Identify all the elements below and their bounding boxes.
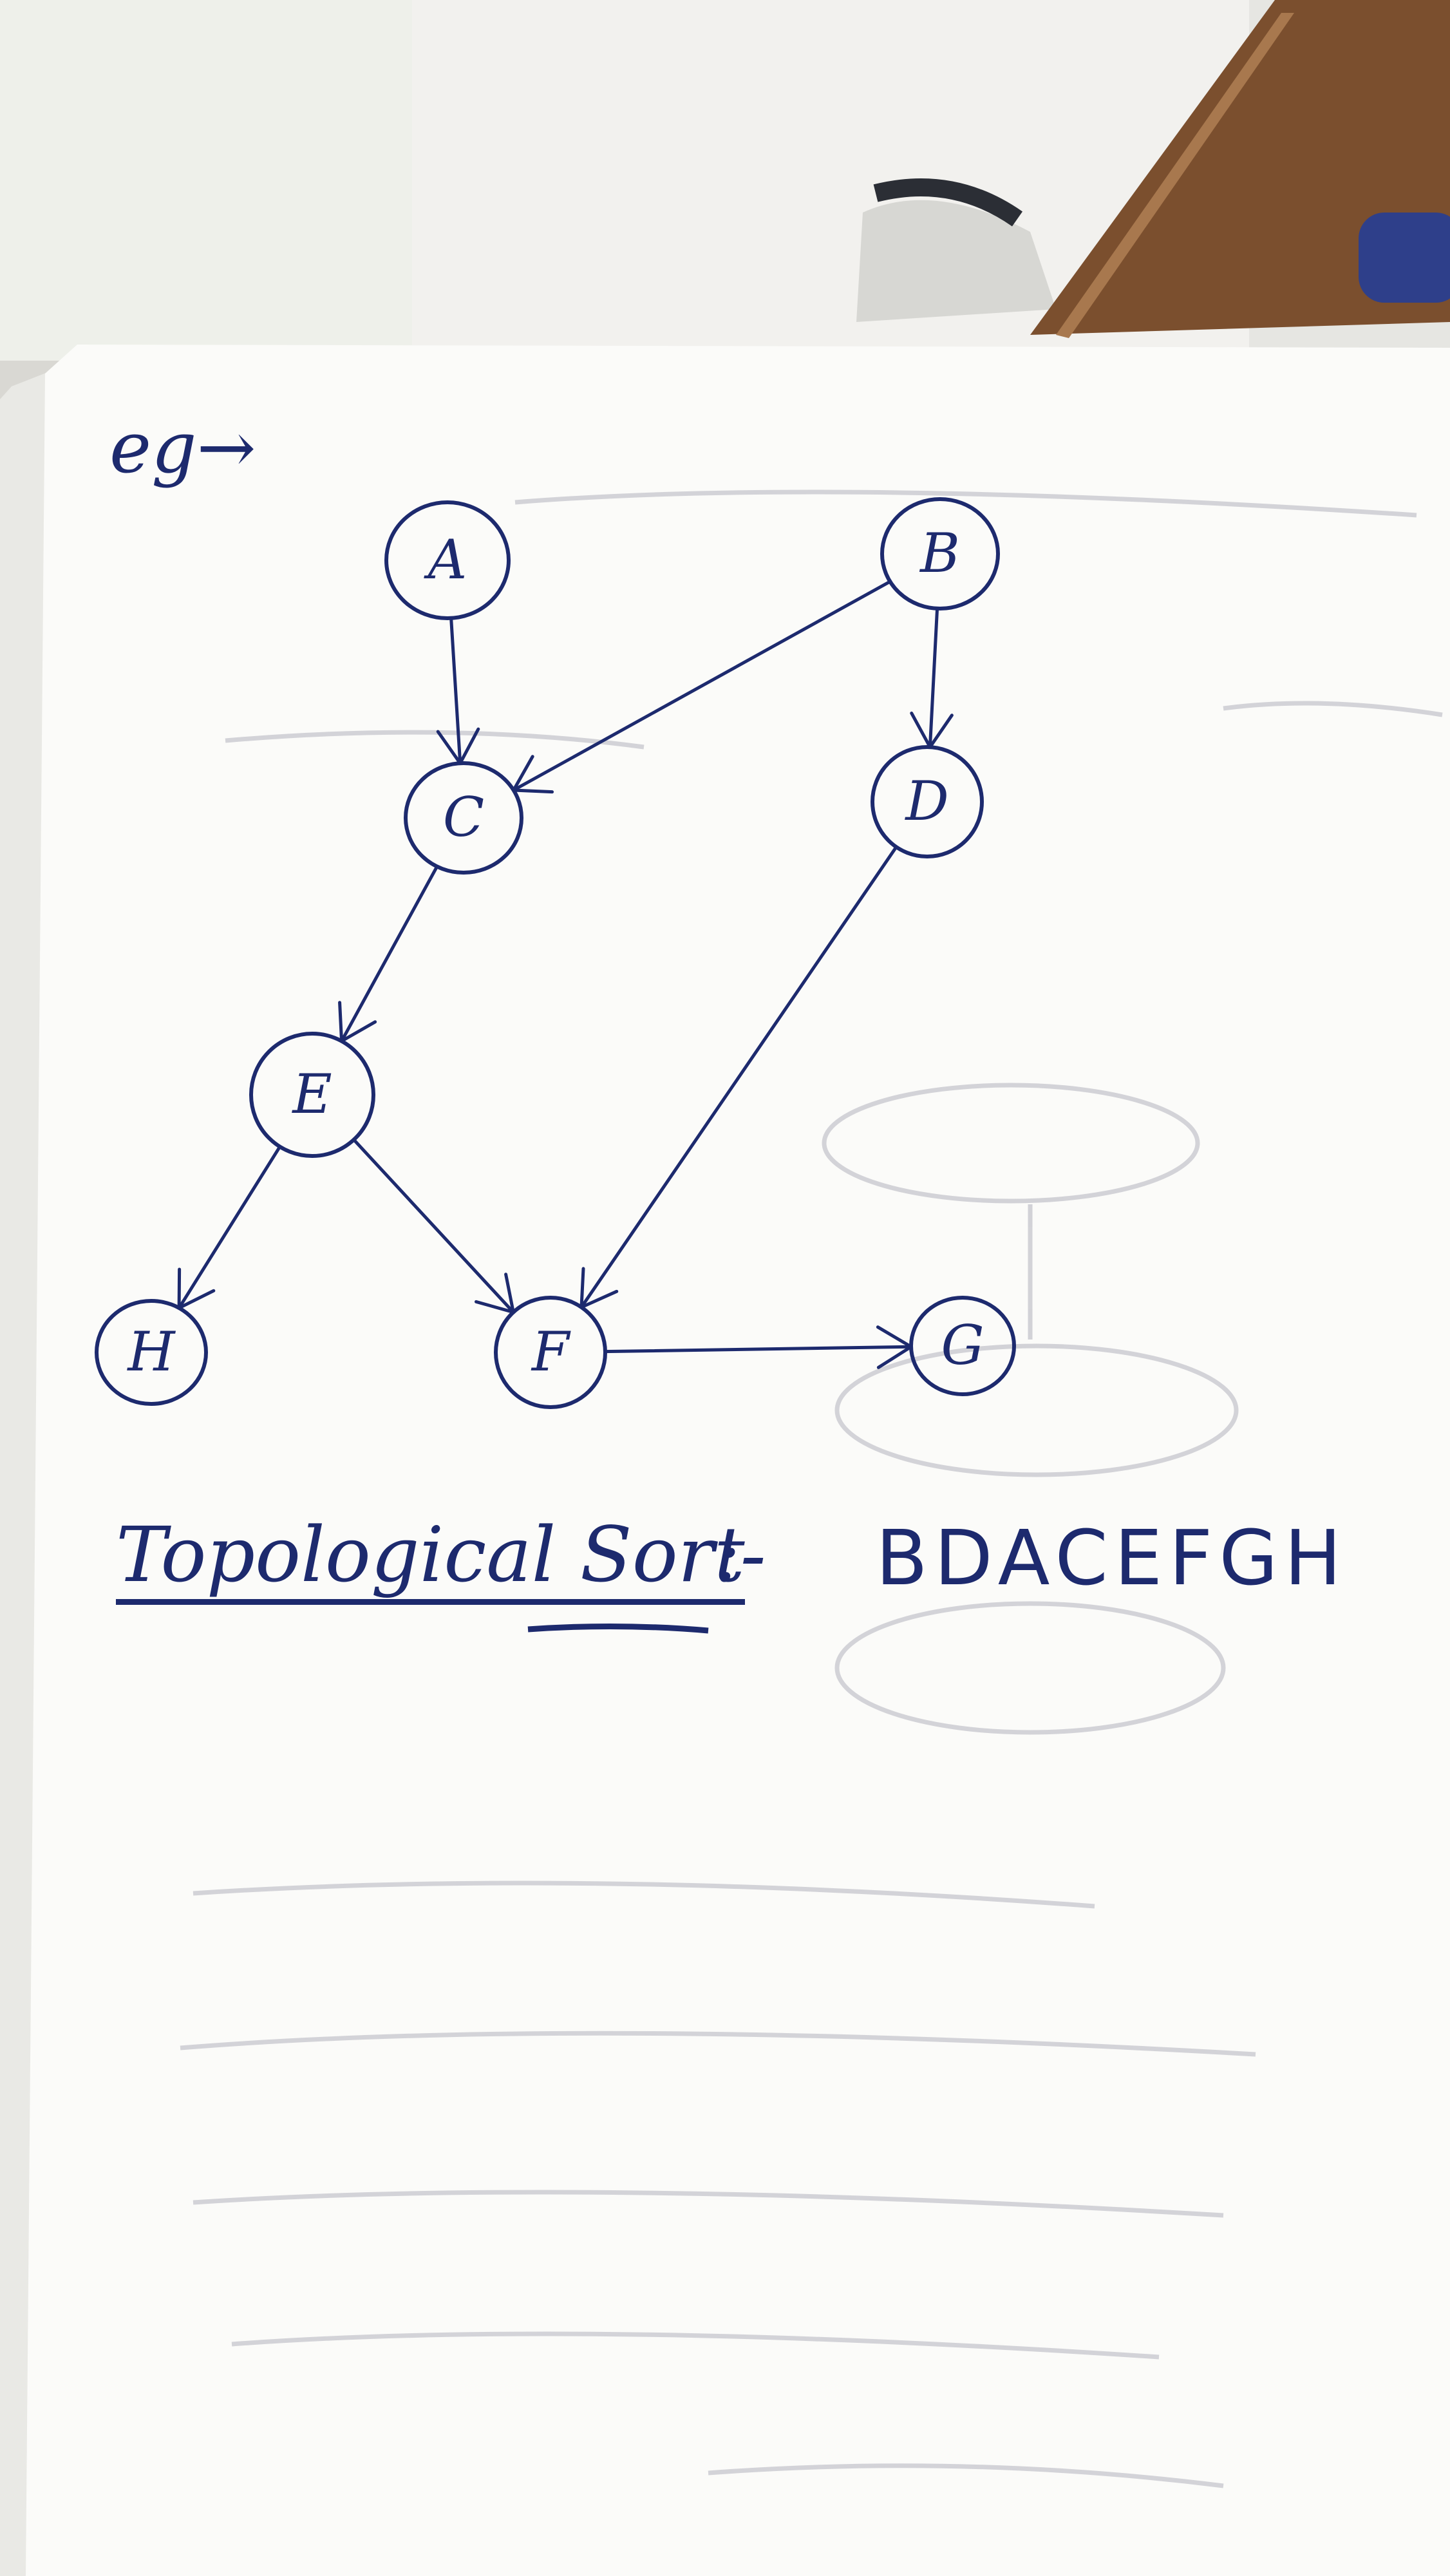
pen-cap-icon	[1359, 213, 1450, 303]
node-e: E	[249, 1032, 375, 1158]
caption-label: Topological Sort	[116, 1517, 745, 1605]
caption-separator: :-	[715, 1510, 766, 1599]
node-label: A	[424, 528, 467, 591]
background-wooden-board	[1030, 0, 1450, 335]
node-label: B	[919, 522, 960, 585]
graph-edges	[177, 580, 954, 1369]
notebook-page	[26, 345, 1450, 2576]
node-c: C	[404, 761, 523, 875]
node-label: D	[904, 770, 948, 833]
background-board-edge	[1056, 13, 1294, 338]
node-b: B	[880, 497, 1000, 611]
node-a: A	[384, 500, 511, 620]
bleed-through-marks	[180, 489, 1443, 2488]
node-g: G	[909, 1296, 1016, 1396]
background-device-slot	[873, 178, 1023, 227]
background-device	[856, 200, 1056, 322]
node-d: D	[871, 745, 984, 858]
graph-nodes: A B C D E F G H	[95, 497, 1016, 1409]
node-label: H	[126, 1320, 176, 1383]
node-label: C	[443, 786, 484, 849]
background-left-tile	[0, 0, 412, 361]
node-label: G	[941, 1314, 984, 1377]
node-label: F	[531, 1320, 571, 1383]
node-h: H	[95, 1299, 208, 1406]
example-label: eg→	[109, 406, 256, 489]
node-f: F	[494, 1296, 607, 1409]
caption-underline-2	[527, 1623, 709, 1634]
node-label: E	[291, 1063, 332, 1126]
topological-order-value: BDACEFGH	[876, 1513, 1348, 1602]
